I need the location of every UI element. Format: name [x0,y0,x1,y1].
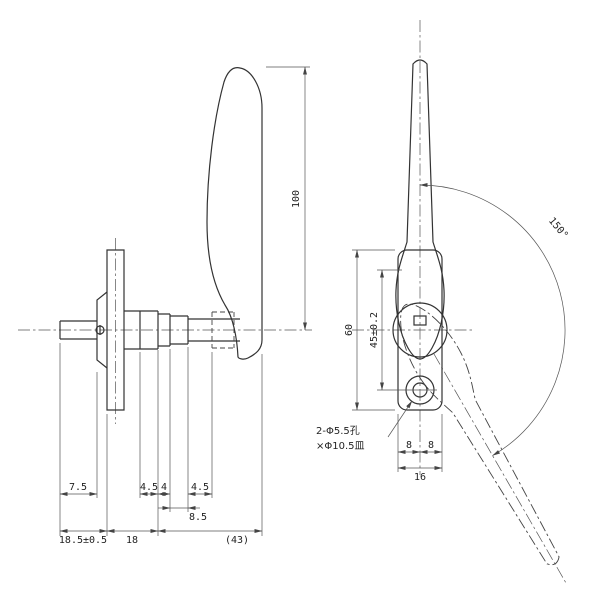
left-extension-lines [59,66,310,536]
right-extension-lines [352,249,443,472]
side-view-geometry [59,67,263,411]
dim-45-label: 45±0.2 [369,312,380,348]
dim-8b-label: 8 [428,440,434,451]
dimension-labels: 100 7.5 4.5 4 4.5 8.5 18.5±0.5 18 (43) 6… [59,190,570,546]
dim-4-5b-label: 4.5 [191,482,209,493]
angle-arc-150 [419,183,566,456]
hidden-square-hole [211,311,235,349]
dim-8-5-label: 8.5 [189,512,207,523]
centerlines [18,20,567,584]
base-plate-edge [106,249,125,411]
dim-8a-label: 8 [406,440,412,451]
collar-profile [158,313,171,347]
dim-4-label: 4 [161,482,167,493]
dim-7-5-label: 7.5 [69,482,87,493]
rotated-handle-centerline [433,353,567,584]
dim-18-5-label: 18.5±0.5 [59,535,107,546]
dim-150-label: 150° [546,216,570,242]
spindle-shaft [59,320,97,340]
hole-note-line2: ×Φ10.5皿 [316,441,365,452]
hole-note-leader [387,400,413,438]
dim-43-label: (43) [225,535,249,546]
washer-profile [170,315,189,345]
hub-profile [124,310,159,350]
dim-18-label: 18 [126,535,138,546]
front-view-geometry [384,59,577,577]
hole-note-line1: 2-Φ5.5孔 [316,425,360,437]
boss-profile [96,291,108,369]
dim-60-label: 60 [344,324,355,336]
dim-100-label: 100 [291,190,302,208]
dim-4-5a-label: 4.5 [140,482,158,493]
handle-side-profile [206,67,263,360]
dim-16-label: 16 [414,472,426,483]
dimension-lines [59,66,566,536]
